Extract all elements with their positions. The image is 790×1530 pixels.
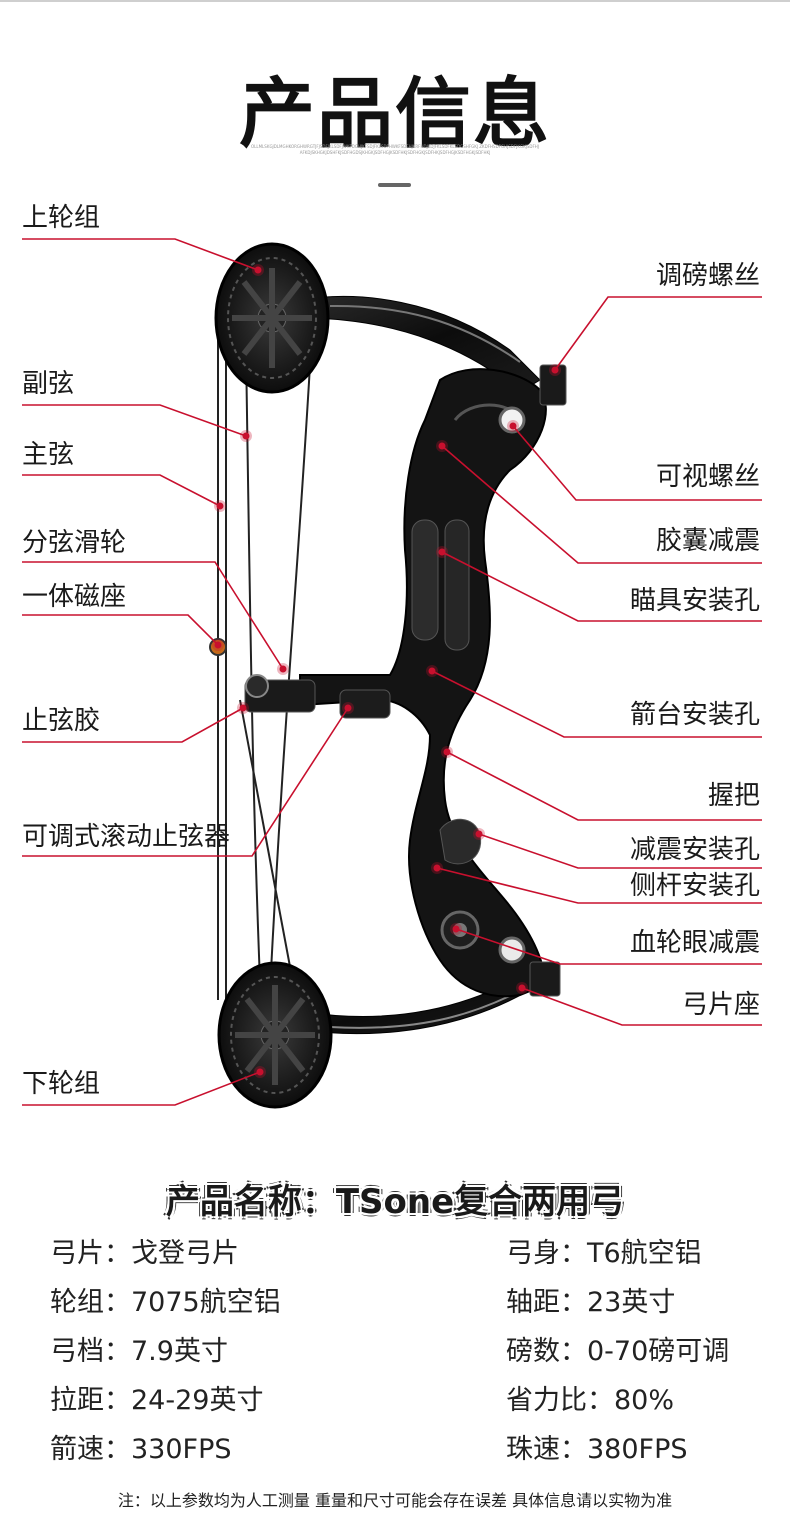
leader-magnet-seat [22, 614, 219, 646]
leader-roller-stop-dot [344, 704, 352, 712]
leader-grip-dot [443, 748, 451, 756]
label-stabilizer-hole: 减震安装孔 [629, 835, 760, 865]
leader-rest-hole [431, 670, 762, 738]
leader-stopper-rubber [22, 707, 244, 743]
lower-cam [217, 961, 333, 1109]
riser [299, 364, 567, 998]
leader-roller-stop [22, 707, 349, 857]
leader-side-rod-hole-dot [433, 864, 441, 872]
leader-limb-pocket [521, 987, 762, 1026]
spec-right-1: 轴距：23英寸 [506, 1287, 676, 1318]
leader-stopper-rubber-dot [239, 704, 247, 712]
page-subtitle: OLLMLSKGJDLMGHKORGHWRGTJFJSDFJKLSDFJWKFD… [251, 144, 539, 155]
arrow-rest [244, 674, 391, 719]
label-string-stopper-rubber: 止弦胶 [22, 706, 101, 736]
label-poundage-screw: 调磅螺丝 [655, 261, 760, 291]
label-eye-damper: 血轮眼减震 [629, 928, 760, 958]
title-divider [378, 183, 411, 187]
label-secondary-string: 副弦 [22, 369, 75, 399]
leader-poundage-screw-dot [551, 366, 559, 374]
product-name: 产品名称：TSone复合两用弓 [165, 1182, 625, 1222]
leader-stabilizer-hole-dot [475, 830, 483, 838]
leader-lines [22, 238, 762, 1106]
label-roller-string-stop: 可调式滚动止弦器 [22, 822, 231, 852]
leader-upper-cam-dot [254, 266, 262, 274]
bow-diagram [22, 238, 762, 1109]
leader-dots [212, 264, 561, 1078]
label-string-splitter: 分弦滑轮 [22, 528, 127, 558]
leader-main-string [22, 474, 221, 507]
spec-left-1: 轮组：7075航空铝 [50, 1287, 281, 1318]
leader-eye-damper [455, 928, 762, 965]
label-lower-cam: 下轮组 [22, 1069, 101, 1099]
label-upper-cam: 上轮组 [22, 203, 101, 233]
label-main-string: 主弦 [22, 440, 75, 470]
leader-main-string-dot [216, 502, 224, 510]
label-side-rod-hole: 侧杆安装孔 [629, 871, 760, 901]
leader-secondary-string-dot [242, 432, 250, 440]
label-capsule-damper: 胶囊减震 [655, 526, 760, 556]
leader-visible-screw-dot [509, 422, 517, 430]
label-visible-screw: 可视螺丝 [655, 462, 760, 492]
spec-right-4: 珠速：380FPS [506, 1434, 688, 1465]
leader-eye-damper-dot [452, 925, 460, 933]
label-sight-mount-hole: 瞄具安装孔 [629, 586, 760, 616]
spec-right-0: 弓身：T6航空铝 [506, 1238, 702, 1269]
leader-stabilizer-hole [478, 833, 762, 869]
leader-string-splitter [22, 561, 284, 670]
leader-upper-cam [22, 238, 259, 271]
upper-cam [214, 242, 330, 394]
page-title: 产品信息 [239, 69, 551, 158]
spec-left-0: 弓片：戈登弓片 [50, 1238, 239, 1269]
leader-string-splitter-dot [279, 665, 287, 673]
label-arrow-rest-hole: 箭台安装孔 [629, 700, 760, 730]
leader-rest-hole-dot [428, 667, 436, 675]
spec-left-4: 箭速：330FPS [50, 1434, 232, 1465]
spec-right-2: 磅数：0-70磅可调 [506, 1336, 730, 1367]
spec-left-2: 弓档：7.9英寸 [50, 1336, 228, 1367]
leader-poundage-screw [554, 296, 762, 371]
spec-right-3: 省力比：80% [506, 1385, 675, 1416]
leader-secondary-string [22, 404, 247, 437]
label-grip: 握把 [707, 781, 760, 811]
top-border [0, 0, 790, 2]
label-magnet-seat: 一体磁座 [22, 582, 127, 612]
leader-capsule-damper-dot [438, 442, 446, 450]
footnote: 注：以上参数均为人工测量 重量和尺寸可能会存在误差 具体信息请以实物为准 [117, 1491, 673, 1510]
leader-grip [446, 751, 762, 821]
leader-magnet-seat-dot [214, 641, 222, 649]
leader-capsule-damper [441, 445, 762, 564]
leader-sight-hole [441, 551, 762, 622]
leader-lower-cam [22, 1071, 261, 1106]
leader-lower-cam-dot [256, 1068, 264, 1076]
bow-strings [217, 300, 313, 1031]
leader-sight-hole-dot [438, 548, 446, 556]
spec-left-3: 拉距：24-29英寸 [50, 1385, 264, 1416]
leader-visible-screw [512, 425, 762, 501]
label-limb-pocket: 弓片座 [681, 990, 760, 1020]
leader-limb-pocket-dot [518, 984, 526, 992]
leader-side-rod-hole [436, 867, 762, 904]
